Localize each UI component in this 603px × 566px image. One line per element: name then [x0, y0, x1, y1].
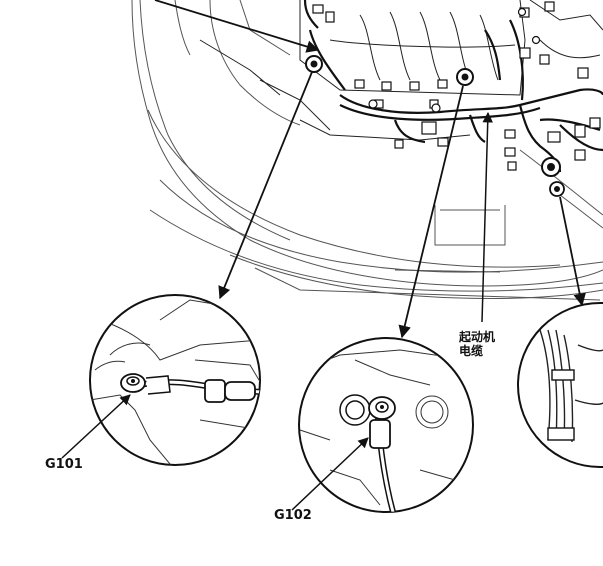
detail-view-g101	[61, 294, 261, 466]
callout-g101: G101	[45, 457, 83, 472]
harness-connectors	[312, 1, 601, 171]
ground-terminal-icon	[339, 394, 398, 512]
ground-bolt-icon	[305, 55, 565, 197]
callout-starter-cable-line2: 电缆	[459, 344, 484, 358]
vehicle-body-outline	[131, 0, 603, 301]
pointer-arrow-icon	[154, 0, 586, 339]
detail-view-g102	[291, 337, 474, 513]
wiring-harness	[303, 0, 603, 173]
ground-terminal-icon	[120, 373, 260, 403]
detail-view-g103	[517, 302, 603, 468]
callout-starter-cable-line1: 起动机	[459, 330, 496, 344]
callout-starter-cable: 起动机 电缆	[459, 330, 495, 358]
callout-g102: G102	[274, 508, 312, 523]
